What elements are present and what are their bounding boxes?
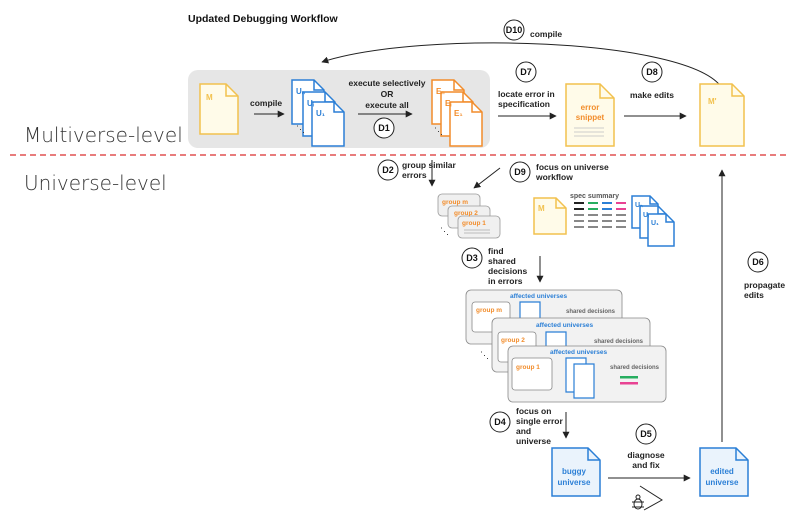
group-1-label: group 1 (462, 220, 486, 227)
bug-icon (632, 494, 644, 510)
step-find-1: find (488, 246, 504, 256)
universe-level-label: Universe-level (24, 171, 167, 195)
doc-error-1: error (581, 103, 600, 112)
panel-m-affected: affected universes (510, 293, 567, 300)
doc-e1-label: E₁ (454, 109, 463, 118)
panel-2-shared: shared decisions (594, 339, 644, 345)
doc-ei-label: Eᵢ (445, 99, 451, 108)
badge-d5-label: D5 (640, 429, 652, 439)
step-single-1: focus on (516, 406, 551, 416)
group-m-label: group m (442, 199, 468, 206)
doc-buggy-2: universe (558, 478, 591, 487)
doc-u1-label: U₁ (316, 109, 326, 118)
step-locate-2: specification (498, 99, 550, 109)
step-diagnose-2: and fix (632, 460, 660, 470)
badge-d6-label: D6 (752, 257, 764, 267)
document-icon (551, 447, 601, 497)
doc-buggy-1: buggy (562, 467, 587, 476)
step-single-4: universe (516, 436, 551, 446)
panel-2-affected: affected universes (536, 322, 593, 329)
panel-m-shared: shared decisions (566, 309, 616, 315)
step-execute-2: OR (381, 89, 394, 99)
badge-d6 (747, 251, 769, 273)
badge-d9-label: D9 (514, 167, 526, 177)
doc-ui-label: Uᵢ (307, 99, 314, 108)
focus-universe-arrow (473, 167, 501, 189)
badge-d3-label: D3 (466, 253, 478, 263)
step-compile: compile (250, 98, 282, 108)
multiverse-level-label: Multiverse-level (24, 123, 183, 147)
doc-en-label: Eₙ (436, 87, 445, 96)
step-propagate-1: propagate (744, 280, 785, 290)
badge-d10 (503, 19, 525, 41)
doc-error-2: snippet (576, 113, 605, 122)
diagram-title: Updated Debugging Workflow (188, 13, 339, 25)
step-find-4: in errors (488, 276, 523, 286)
document-icon (431, 79, 483, 147)
step-diagnose-1: diagnose (627, 450, 665, 460)
badge-d7 (515, 61, 537, 83)
document-icon (199, 83, 239, 135)
doc-m-prime-label: M' (708, 97, 717, 106)
step-single-3: and (516, 426, 531, 436)
spec-doc-u1-label: U₁ (651, 220, 659, 227)
spec-summary-grid (574, 202, 626, 228)
step-find-3: decisions (488, 266, 527, 276)
group-2-label: group 2 (454, 210, 478, 217)
badge-d2-label: D2 (382, 165, 394, 175)
step-group-1: group similar (402, 160, 457, 170)
arrow-icon (639, 485, 663, 511)
step-single-2: single error (516, 416, 563, 426)
spec-doc-ui-label: Uᵢ (643, 212, 649, 219)
badge-d1 (373, 117, 395, 139)
ellipsis: ⋱ (480, 350, 489, 360)
badge-d9 (509, 161, 531, 183)
badge-d8-label: D8 (646, 67, 658, 77)
step-make-edits: make edits (630, 90, 674, 100)
document-icon (699, 83, 745, 147)
step-compile-top: compile (530, 29, 562, 39)
ellipsis: ⋱ (296, 124, 305, 134)
step-execute-3: execute all (365, 100, 408, 110)
panel-1-group: group 1 (516, 364, 540, 371)
badge-d1-label: D1 (378, 123, 390, 133)
panel-m-group: group m (476, 307, 502, 314)
doc-edited-1: edited (710, 467, 734, 476)
badge-d2 (377, 159, 399, 181)
badge-d8 (641, 61, 663, 83)
doc-un-label: Uₙ (296, 87, 305, 96)
step-find-2: shared (488, 256, 516, 266)
group-card-stack (437, 193, 501, 239)
document-icon (631, 195, 675, 247)
badge-d4 (489, 411, 511, 433)
badge-d7-label: D7 (520, 67, 532, 77)
doc-edited-2: universe (706, 478, 739, 487)
badge-d4-label: D4 (494, 417, 506, 427)
panel-1-shared: shared decisions (610, 365, 660, 371)
document-icon (533, 197, 567, 235)
step-locate-1: locate error in (498, 89, 555, 99)
ellipsis: ⋱ (440, 226, 449, 236)
doc-m-label: M (206, 93, 213, 102)
spec-doc-m-label: M (538, 204, 545, 213)
affected-panel-1 (507, 345, 667, 403)
badge-d5 (635, 423, 657, 445)
document-icon (291, 79, 345, 147)
step-execute-1: execute selectively (348, 78, 425, 88)
step-group-2: errors (402, 170, 427, 180)
badge-d10-label: D10 (506, 25, 523, 35)
step-focus-2: workflow (535, 172, 573, 182)
step-focus-1: focus on universe (536, 162, 609, 172)
panel-2-group: group 2 (501, 337, 525, 344)
badge-d3 (461, 247, 483, 269)
spec-summary-label: spec summary (570, 193, 619, 200)
document-icon (699, 447, 749, 497)
spec-doc-un-label: Uₙ (635, 202, 643, 209)
panel-1-affected: affected universes (550, 349, 607, 356)
document-icon (565, 83, 615, 147)
ellipsis: ⋱ (434, 126, 443, 136)
step-propagate-2: edits (744, 290, 764, 300)
compile-loop-arrow (321, 42, 723, 89)
